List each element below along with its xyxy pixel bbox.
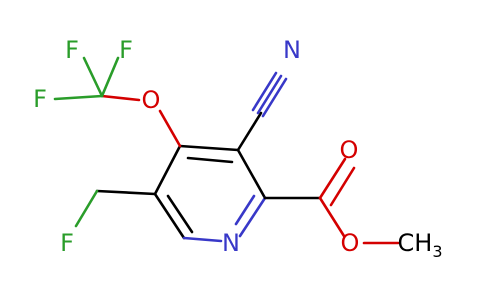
fluorine-top-1: F — [65, 36, 79, 64]
bond-c6-n1 — [182, 236, 223, 243]
bond-cyano-triple-3 — [251, 71, 278, 112]
cyano-group: N — [236, 36, 301, 152]
bond-cf3-f-top2 — [100, 56, 120, 98]
methyl-ester-group: O O CH3 — [263, 136, 443, 261]
bond-c5-c6 — [153, 192, 186, 240]
bond-c4-c5 — [153, 144, 182, 196]
bond-cf3-f-top1 — [82, 56, 104, 98]
bond-carbonyl-double-1 — [318, 157, 347, 200]
bond-carbonyl-double-2 — [329, 166, 356, 207]
bond-c4-c3-inner — [186, 156, 234, 164]
bond-carbonyl-ester-o — [318, 196, 346, 238]
bond-o-cf3 — [100, 94, 141, 102]
bond-c3-c2 — [236, 148, 267, 200]
bond-ch2-f — [74, 189, 99, 228]
fluorine-top-2: F — [119, 36, 133, 64]
bond-n1-c2 — [238, 196, 267, 238]
fluorine-ch2: F — [60, 229, 74, 257]
trifluoromethoxy-group: O F F F — [33, 36, 182, 148]
bond-c5-ch2 — [95, 189, 157, 196]
ester-oxygen: O — [341, 229, 360, 257]
fluorine-left: F — [33, 85, 47, 113]
bond-cyano-triple-2 — [261, 77, 288, 118]
fluoromethyl-group: F — [60, 189, 157, 257]
ring-nitrogen: N — [222, 229, 240, 257]
bond-c3-cn — [236, 111, 263, 152]
methyl-subscript: 3 — [432, 242, 442, 261]
bond-cyano-triple-1 — [256, 74, 283, 115]
bond-c4-c3 — [178, 144, 240, 152]
methyl-label: CH3 — [398, 229, 443, 261]
bond-n1-c2-inner — [234, 194, 256, 226]
bond-cf3-f-left — [53, 94, 104, 101]
cyano-nitrogen: N — [283, 36, 301, 64]
ring-bonds — [153, 144, 267, 243]
ether-oxygen: O — [142, 86, 161, 114]
bond-c5-c6-inner — [166, 194, 194, 234]
carbonyl-oxygen: O — [340, 136, 359, 164]
bond-c4-o — [158, 109, 182, 148]
